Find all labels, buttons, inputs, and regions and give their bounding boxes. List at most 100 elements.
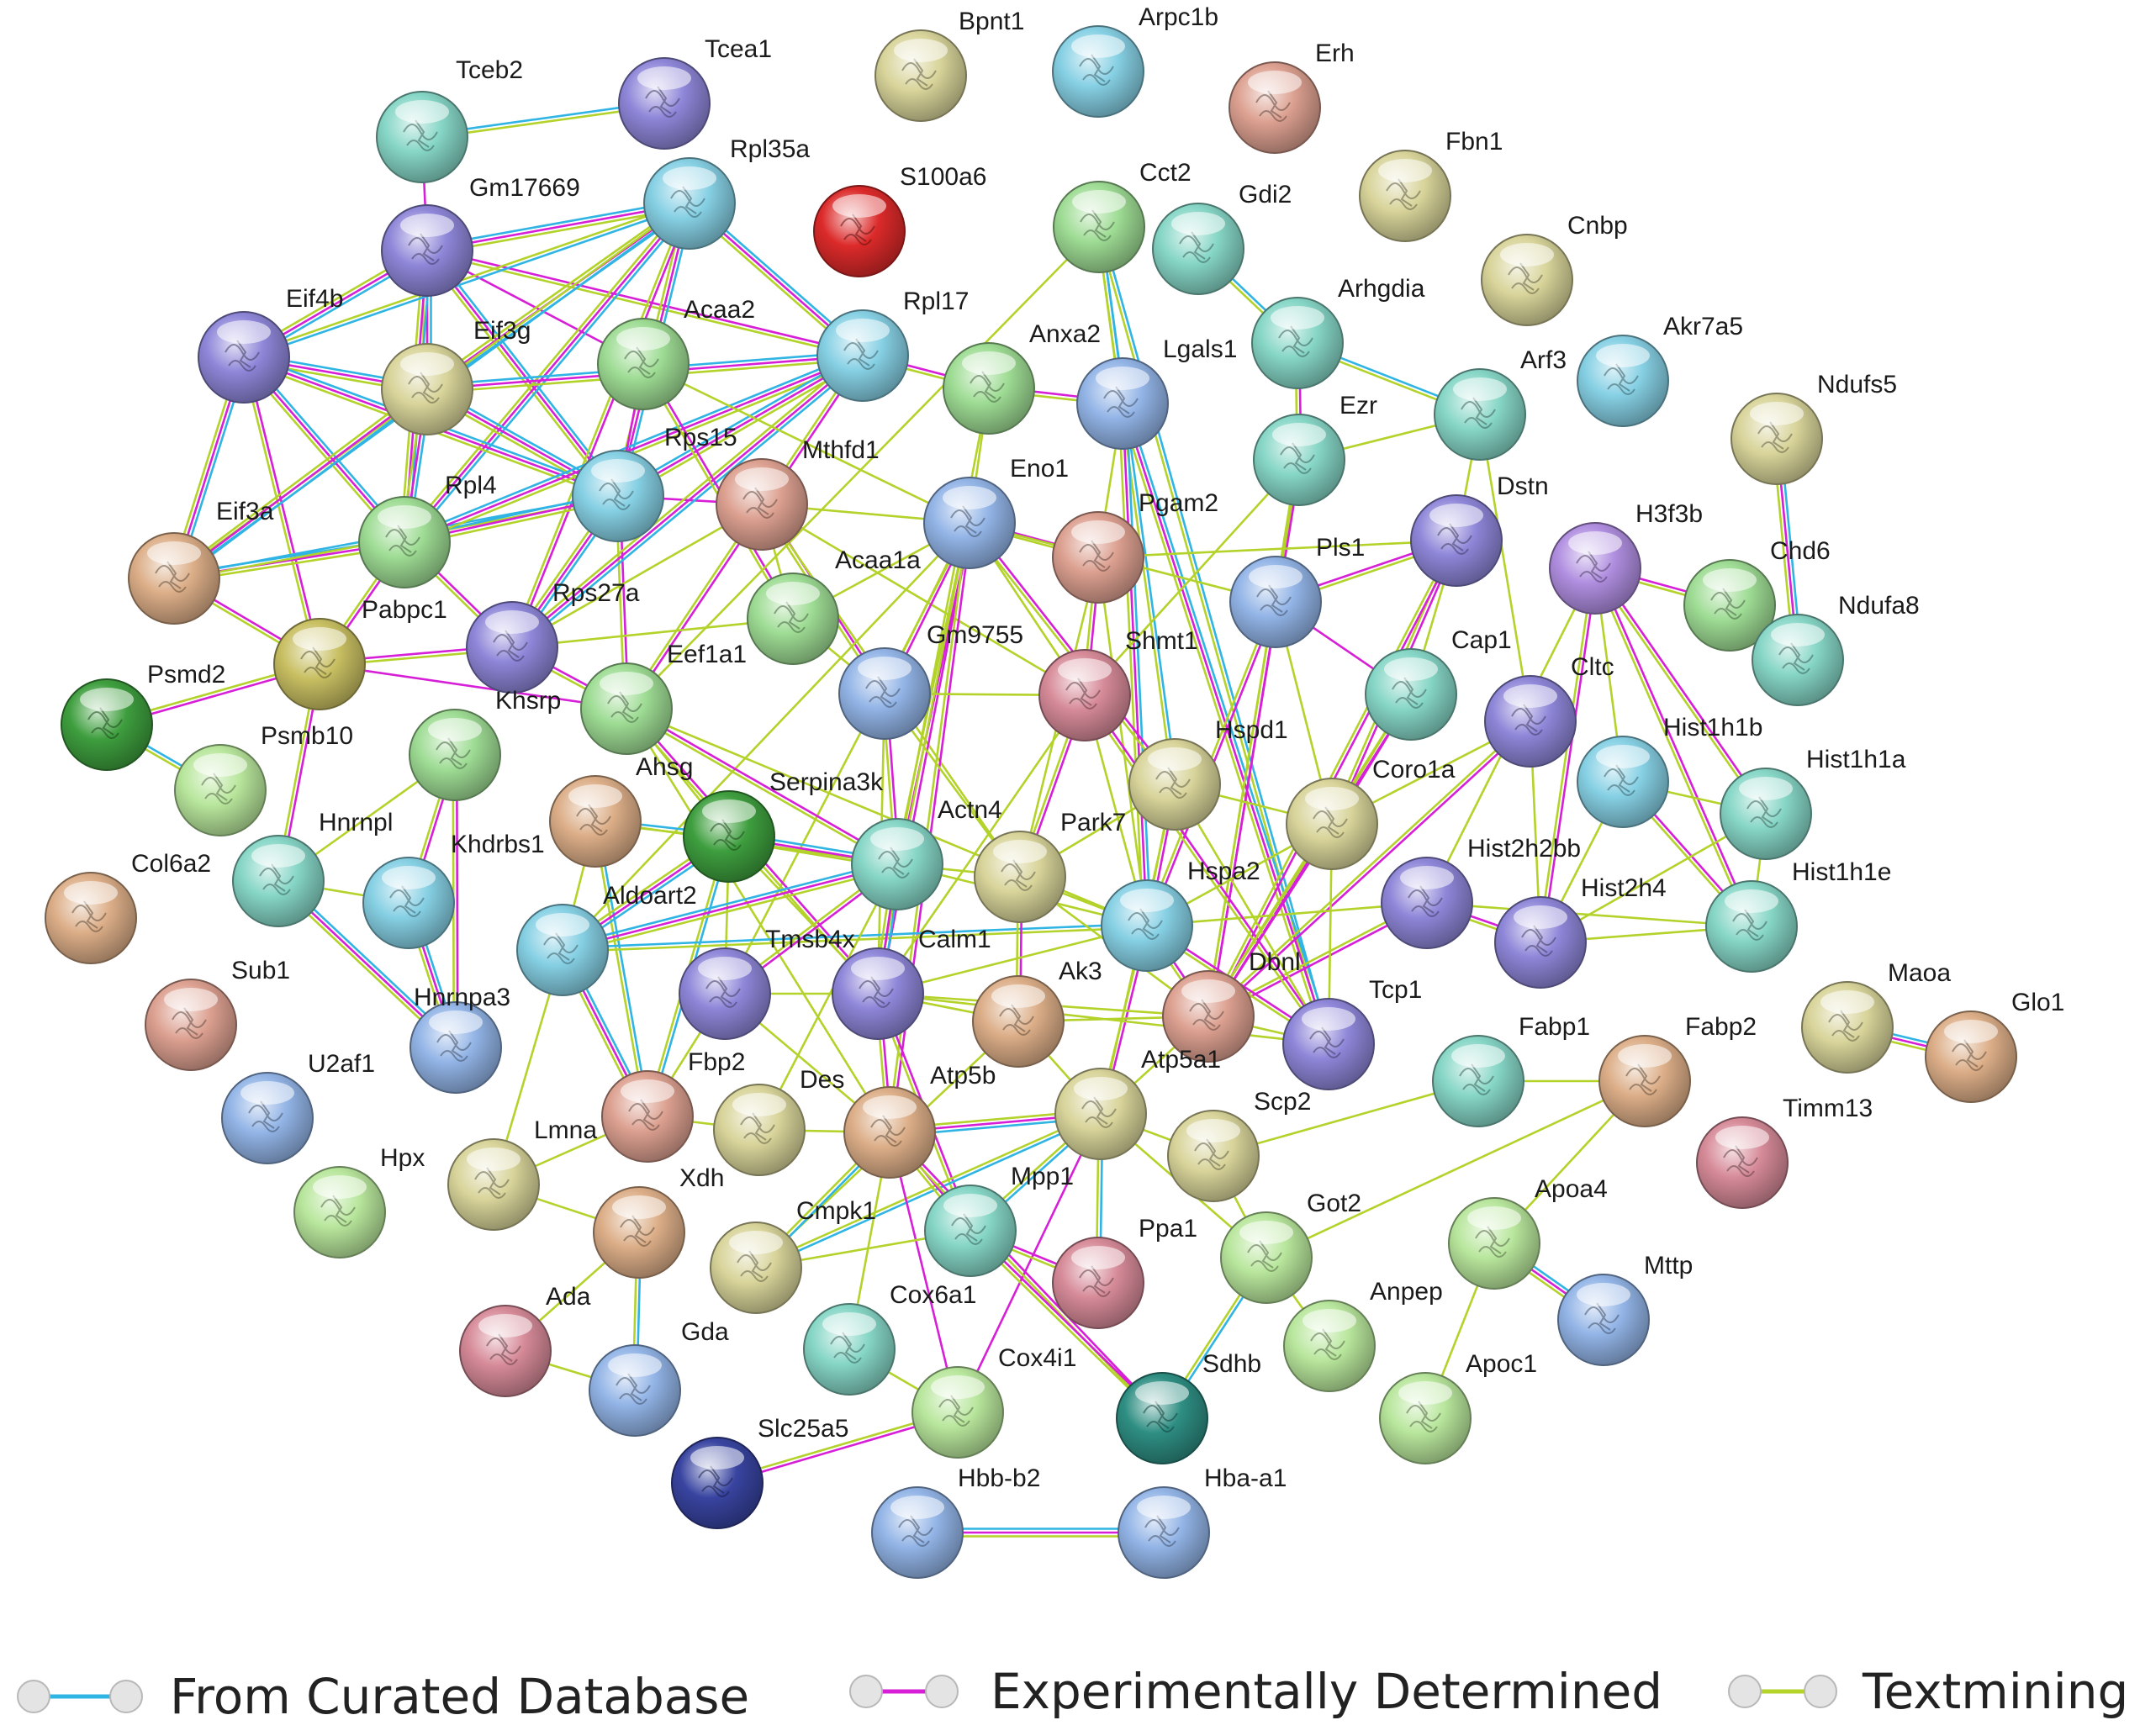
gloss-highlight [1171,212,1225,235]
node-ppa1[interactable]: Ppa1 [1052,1215,1197,1329]
edge-textmining [1206,719,1530,1016]
node-ada[interactable]: Ada [459,1283,591,1397]
node-eno1[interactable]: Eno1 [923,455,1069,569]
node-ezr[interactable]: Ezr [1253,392,1377,506]
node-hist1h1a[interactable]: Hist1h1a [1720,746,1906,860]
node-gda[interactable]: Gda [589,1318,729,1437]
node-col6a2[interactable]: Col6a2 [45,850,211,964]
node-scp2[interactable]: Scp2 [1167,1088,1311,1202]
node-got2[interactable]: Got2 [1220,1190,1361,1304]
node-pabpc1[interactable]: Pabpc1 [273,596,447,710]
node-fbp2[interactable]: Fbp2 [601,1048,745,1163]
node-gm17669[interactable]: Gm17669 [381,174,580,297]
node-tceb2[interactable]: Tceb2 [376,56,523,183]
node-coro1a[interactable]: Coro1a [1286,756,1456,870]
node-rpl17[interactable]: Rpl17 [816,288,969,402]
node-acaa1a[interactable]: Acaa1a [747,546,921,665]
node-lgals1[interactable]: Lgals1 [1076,335,1237,450]
node-dstn[interactable]: Dstn [1410,472,1549,587]
node-ak3[interactable]: Ak3 [972,958,1102,1068]
node-pls1[interactable]: Pls1 [1229,534,1365,648]
node-arhgdia[interactable]: Arhgdia [1251,275,1425,389]
node-xdh[interactable]: Xdh [593,1164,724,1279]
node-actn4[interactable]: Actn4 [851,796,1002,910]
node-eef1a1[interactable]: Eef1a1 [580,641,747,755]
node-arpc1b[interactable]: Arpc1b [1052,3,1218,118]
node-anpep[interactable]: Anpep [1283,1278,1443,1392]
node-fbn1[interactable]: Fbn1 [1359,128,1503,242]
node-maoa[interactable]: Maoa [1801,959,1951,1074]
node-aldoart2[interactable]: Aldoart2 [516,882,697,996]
node-hist2h4[interactable]: Hist2h4 [1494,874,1667,989]
node-hspd1[interactable]: Hspd1 [1128,716,1288,831]
node-fabp1[interactable]: Fabp1 [1432,1013,1590,1127]
node-eif4b[interactable]: Eif4b [198,285,343,404]
node-hspa2[interactable]: Hspa2 [1101,857,1260,972]
node-cct2[interactable]: Cct2 [1053,159,1192,273]
node-park7[interactable]: Park7 [974,809,1126,923]
node-lmna[interactable]: Lmna [447,1116,597,1231]
node-psmd2[interactable]: Psmd2 [61,661,225,771]
node-ndufs5[interactable]: Ndufs5 [1730,371,1897,485]
node-khsrp[interactable]: Khsrp [409,687,561,801]
node-psmb10[interactable]: Psmb10 [174,722,353,836]
node-akr7a5[interactable]: Akr7a5 [1577,313,1743,427]
node-hnrnpa3[interactable]: Hnrnpa3 [410,984,510,1094]
node-tcea1[interactable]: Tcea1 [618,35,772,150]
node-hnrnpl[interactable]: Hnrnpl [232,809,393,927]
node-cox4i1[interactable]: Cox4i1 [911,1344,1076,1459]
node-tmsb4x[interactable]: Tmsb4x [679,926,855,1040]
node-rpl35a[interactable]: Rpl35a [643,135,810,250]
node-serpina3k[interactable]: Serpina3k [683,768,884,883]
node-shmt1[interactable]: Shmt1 [1038,627,1198,741]
node-anxa2[interactable]: Anxa2 [943,320,1101,435]
node-hist1h1e[interactable]: Hist1h1e [1705,858,1891,973]
node-pgam2[interactable]: Pgam2 [1052,489,1218,604]
node-mpp1[interactable]: Mpp1 [924,1163,1074,1277]
node-cox6a1[interactable]: Cox6a1 [803,1281,976,1396]
node-apoc1[interactable]: Apoc1 [1379,1350,1537,1464]
node-hist2h2bb[interactable]: Hist2h2bb [1381,835,1581,949]
node-erh[interactable]: Erh [1229,40,1355,154]
node-mthfd1[interactable]: Mthfd1 [716,436,880,551]
node-cmpk1[interactable]: Cmpk1 [710,1197,876,1314]
node-sub1[interactable]: Sub1 [145,957,290,1071]
node-hpx[interactable]: Hpx [293,1144,425,1258]
node-hist1h1b[interactable]: Hist1h1b [1577,714,1762,828]
node-atp5a1[interactable]: Atp5a1 [1054,1046,1221,1160]
node-cnbp[interactable]: Cnbp [1481,212,1628,326]
node-khdrbs1[interactable]: Khdrbs1 [362,831,545,949]
node-glo1[interactable]: Glo1 [1925,989,2064,1103]
node-mttp[interactable]: Mttp [1557,1252,1693,1366]
node-u2af1[interactable]: U2af1 [221,1050,375,1164]
node-eif3g[interactable]: Eif3g [381,317,531,435]
node-rps15[interactable]: Rps15 [572,424,737,542]
node-des[interactable]: Des [713,1066,844,1176]
node-tcp1[interactable]: Tcp1 [1282,976,1422,1090]
node-hbb-b2[interactable]: Hbb-b2 [871,1464,1040,1579]
node-rps27a[interactable]: Rps27a [466,579,640,694]
node-eif3a[interactable]: Eif3a [128,498,274,625]
node-chd6[interactable]: Chd6 [1683,537,1831,652]
node-s100a6[interactable]: S100a6 [813,163,986,277]
node-gm9755[interactable]: Gm9755 [838,621,1023,740]
node-sdhb[interactable]: Sdhb [1116,1350,1261,1464]
node-slc25a5[interactable]: Slc25a5 [671,1415,848,1529]
node-calm1[interactable]: Calm1 [832,926,991,1040]
node-dbnl[interactable]: Dbnl [1162,948,1301,1063]
node-atp5b[interactable]: Atp5b [843,1062,996,1179]
node-acaa2[interactable]: Acaa2 [597,296,755,410]
node-timm13[interactable]: Timm13 [1696,1095,1873,1209]
node-ndufa8[interactable]: Ndufa8 [1752,592,1920,706]
node-bpnt1[interactable]: Bpnt1 [874,8,1024,122]
node-cap1[interactable]: Cap1 [1365,626,1512,741]
node-apoa4[interactable]: Apoa4 [1448,1175,1608,1290]
node-arf3[interactable]: Arf3 [1434,346,1567,461]
node-h3f3b[interactable]: H3f3b [1549,500,1703,615]
node-fabp2[interactable]: Fabp2 [1598,1013,1757,1127]
node-hba-a1[interactable]: Hba-a1 [1118,1464,1287,1579]
node-rpl4[interactable]: Rpl4 [358,472,497,588]
node-ahsg[interactable]: Ahsg [549,753,693,868]
node-cltc[interactable]: Cltc [1484,653,1614,768]
node-gdi2[interactable]: Gdi2 [1152,181,1292,295]
